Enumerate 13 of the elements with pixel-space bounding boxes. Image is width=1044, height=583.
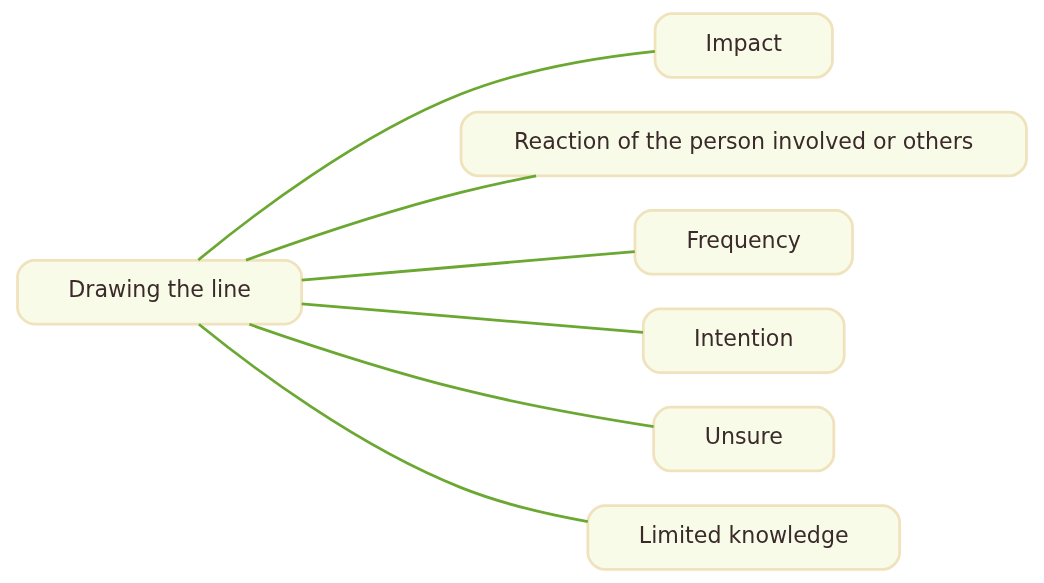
connector xyxy=(248,323,654,428)
node-box: Drawing the line xyxy=(16,258,304,326)
connector xyxy=(198,323,589,523)
node-box: Frequency xyxy=(633,209,854,276)
node-box: Intention xyxy=(641,307,846,374)
node-box: Reaction of the person involved or others xyxy=(459,110,1028,178)
connector xyxy=(301,302,644,334)
connector xyxy=(301,250,635,282)
connector xyxy=(197,49,656,262)
node-box: Impact xyxy=(653,12,834,79)
connector xyxy=(245,174,537,262)
node-box: Unsure xyxy=(652,405,836,473)
node-box: Limited knowledge xyxy=(586,504,902,571)
